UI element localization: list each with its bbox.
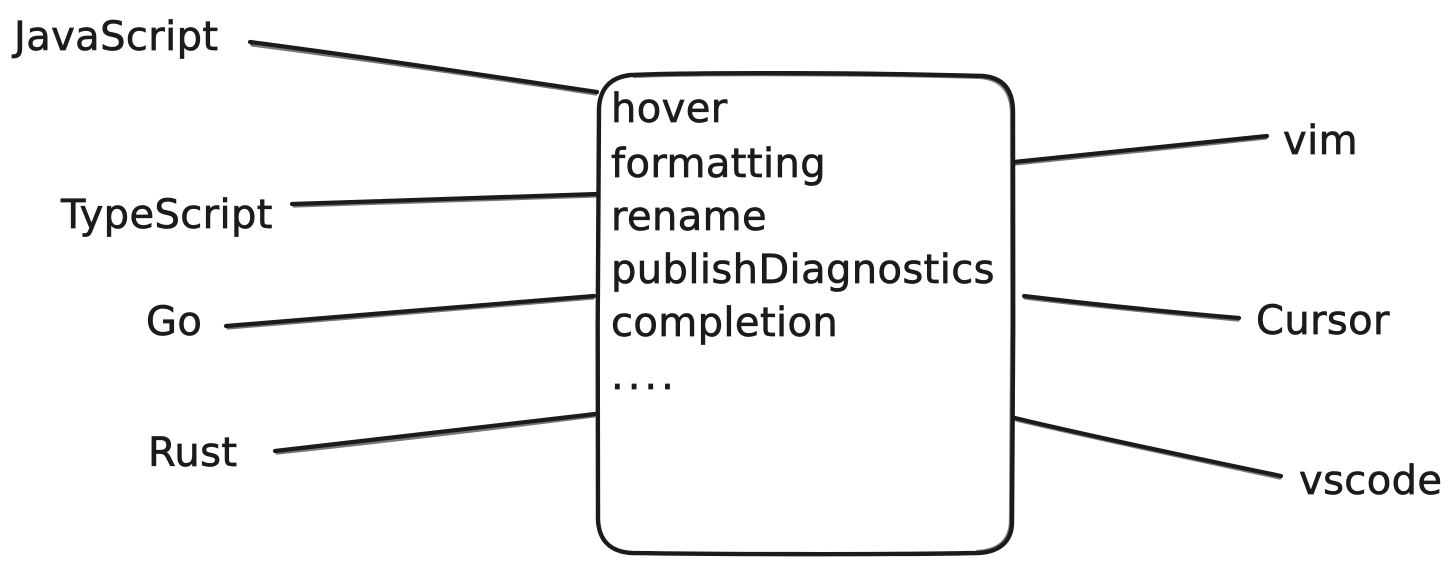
connector-go-line-overlay [226,296,595,330]
connector-javascript-line [247,39,600,95]
connector-cursor-line-overlay [1023,296,1240,322]
capability-item-rename: rename [611,194,767,240]
connector-rust-line-overlay [275,414,596,455]
capability-item-formatting: formatting [611,141,826,187]
label-javascript[interactable]: JavaScript [11,14,219,61]
connector-rust-line [272,411,598,454]
connector-cursor-line [1021,293,1242,321]
label-vscode[interactable]: vscode [1299,458,1443,505]
capability-item-ellipsis: .... [611,353,678,399]
label-cursor[interactable]: Cursor [1256,298,1390,345]
label-go[interactable]: Go [146,299,203,346]
connector-typescript-to-box [289,191,600,208]
connector-vim-line [1011,133,1270,165]
connector-vim-line-overlay [1013,136,1268,166]
connector-typescript-line [289,191,600,207]
connector-vscode-line [1012,415,1284,479]
connector-box-to-vim [1011,133,1270,166]
box-outline-path [595,70,1016,557]
capability-item-publishdiagnostics: publishDiagnostics [611,247,995,293]
connector-box-to-vscode [1012,415,1284,480]
connector-typescript-line-overlay [292,194,598,208]
connector-javascript-line-overlay [250,43,598,96]
label-typescript[interactable]: TypeScript [60,192,273,239]
label-vim[interactable]: vim [1283,118,1358,165]
connector-javascript-to-box [247,39,600,96]
capability-item-completion: completion [611,300,838,346]
connector-rust-to-box [272,411,598,455]
lsp-capabilities-box[interactable] [595,70,1016,557]
label-rust[interactable]: Rust [148,430,238,477]
connector-vscode-line-overlay [1014,418,1282,480]
connector-go-line [223,293,597,329]
box-outline-sketch-overlay [632,74,1013,553]
connector-box-to-cursor [1021,293,1242,322]
connector-go-to-box [223,293,597,330]
capability-item-hover: hover [611,86,728,132]
